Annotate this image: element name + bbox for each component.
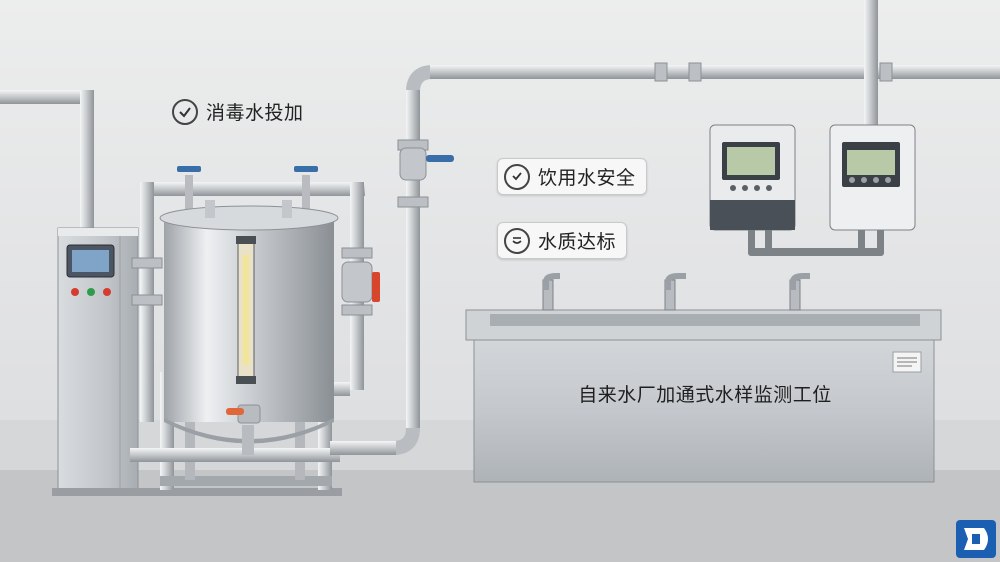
tank-pipework: [130, 166, 380, 462]
top-valve-right[interactable]: [294, 166, 318, 172]
label-text: 饮用水安全: [538, 167, 636, 189]
inlet-pipe: [0, 90, 94, 230]
control-cabinet: [52, 227, 342, 496]
riser-valve-handle[interactable]: [426, 155, 454, 162]
bypass-valve-handle[interactable]: [372, 272, 380, 302]
sampling-sink: [465, 309, 942, 483]
disinfection-tank: [159, 200, 339, 455]
main-water-pipe: [330, 0, 1000, 455]
label-drinking-water-safety: 饮用水安全: [497, 158, 647, 195]
check-circle-icon: [172, 98, 198, 125]
station-title: 自来水厂加通式水样监测工位: [578, 384, 832, 406]
label-water-quality-standard: 水质达标: [497, 222, 628, 259]
water-drop-icon: [504, 227, 530, 254]
faucet-3[interactable]: [789, 273, 810, 311]
stop-button[interactable]: [71, 288, 79, 296]
start-button[interactable]: [87, 288, 95, 296]
analyzer-tubing: [748, 248, 884, 256]
faucet-2[interactable]: [664, 273, 686, 311]
faucet-1[interactable]: [542, 273, 560, 311]
label-text: 水质达标: [538, 231, 617, 253]
top-valve-left[interactable]: [177, 166, 201, 172]
brand-logo-icon: [956, 520, 996, 558]
alarm-button[interactable]: [103, 288, 111, 296]
label-disinfectant-dosing: 消毒水投加: [172, 98, 304, 125]
shield-check-icon: [504, 163, 530, 190]
label-text: 消毒水投加: [206, 102, 304, 124]
water-quality-analyzer-2: [829, 124, 916, 252]
water-quality-analyzer-1: [709, 124, 796, 252]
drain-valve-handle[interactable]: [226, 408, 244, 415]
